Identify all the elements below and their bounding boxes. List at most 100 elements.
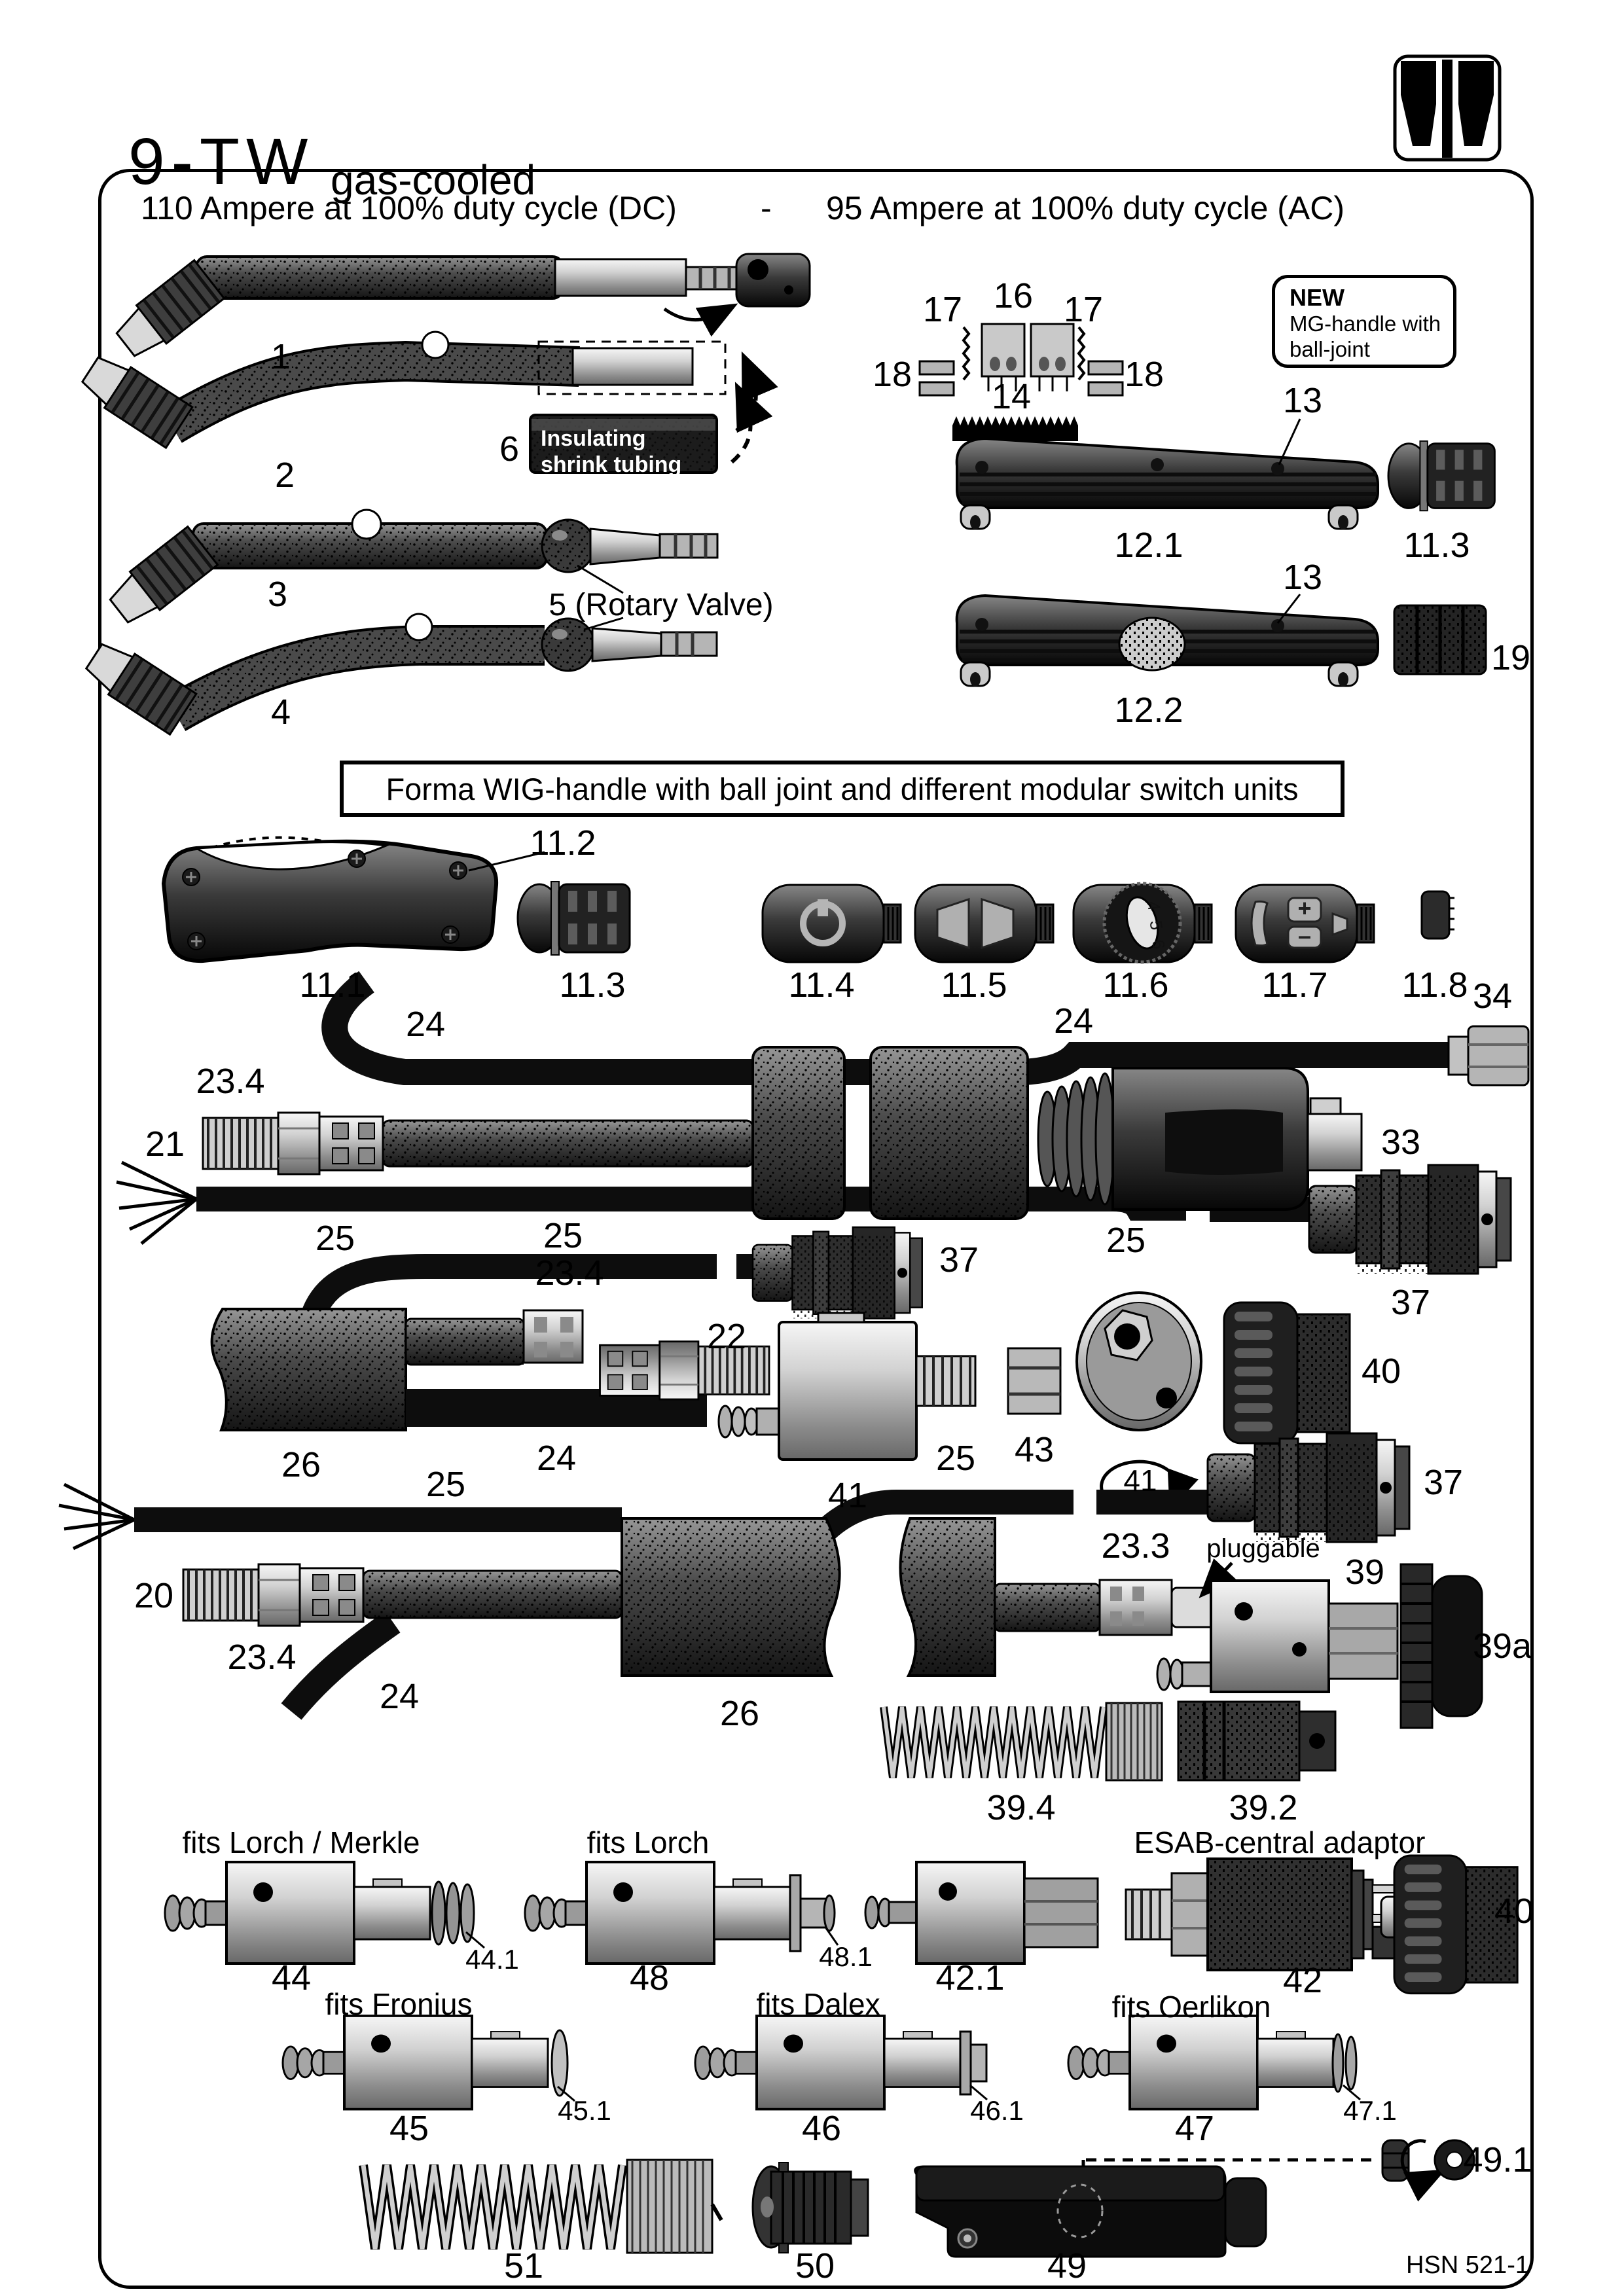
part-label: 25 [935, 1439, 976, 1478]
part-label: 13 [1282, 558, 1323, 597]
part-label: pluggable [1206, 1534, 1320, 1563]
part-label: 16 [993, 276, 1034, 315]
mg-handle-12-2-drawing [955, 594, 1487, 687]
cable-assembly-bottom-drawing [58, 1432, 1483, 1782]
part-label: 17 [1063, 290, 1104, 329]
part-label: 4 [270, 692, 291, 732]
part-label: 37 [939, 1240, 979, 1280]
part-label: fits Lorch [586, 1825, 710, 1859]
part-label: 22 [706, 1317, 747, 1356]
part-label: 14 [991, 377, 1032, 416]
part-label: fits Dalex [756, 1987, 880, 2021]
part-label: 45 [389, 2109, 429, 2148]
switch-unit-11-8-drawing [1420, 890, 1454, 940]
rating-separator: - [761, 190, 772, 226]
part-label: 37 [1390, 1283, 1431, 1322]
gas-valve-41-drawing [717, 1312, 977, 1461]
grommet-49-1-drawing [1381, 2139, 1475, 2202]
adaptor-48-drawing [524, 1861, 836, 1965]
part-label: 11.8 [1401, 965, 1468, 1005]
connector-50-drawing [751, 2162, 869, 2253]
doc-reference: HSN 521-1 [1406, 2251, 1529, 2279]
part-label: 25 [315, 1219, 355, 1258]
part-label: 11.5 [941, 965, 1007, 1005]
switch-unit-11-5-drawing [914, 884, 1055, 963]
section-banner: Forma WIG-handle with ball joint and dif… [340, 761, 1344, 817]
rotatable-insert-41-drawing [1075, 1291, 1202, 1511]
part-label: 47.1 [1343, 2095, 1397, 2126]
part-label: 44.1 [465, 1944, 519, 1975]
part-label: 17 [922, 290, 963, 329]
cap-39a-drawing [1399, 1563, 1483, 1729]
part-label: 5 (Rotary Valve) [549, 588, 774, 622]
part-label: 11.4 [788, 965, 855, 1005]
spring-51-drawing [359, 2159, 723, 2254]
part-label: 11.3 [1403, 526, 1470, 565]
adaptor-42-1-drawing [864, 1861, 1099, 1965]
page-title: 9-TW [128, 125, 315, 198]
insulating-tube-label: Insulating shrink tubing [541, 425, 712, 478]
part-label: 25 [425, 1465, 466, 1504]
cable-assembly-top-drawing [116, 971, 1530, 1319]
part-label: 44 [271, 1958, 312, 1998]
mg-handle-12-1-drawing [952, 416, 1496, 530]
torch-4-drawing [81, 613, 718, 734]
part-label: 11.3 [559, 965, 626, 1005]
part-label: 40 [1361, 1352, 1401, 1391]
new-badge-line1: MG-handle with [1290, 311, 1441, 336]
part-label: 19 [1490, 638, 1531, 677]
nut-39-2-drawing [1177, 1700, 1337, 1782]
rating-ac: 95 Ampere at 100% duty cycle (AC) [826, 190, 1345, 226]
part-label: 13 [1282, 381, 1323, 420]
part-label: 49 [1047, 2246, 1087, 2286]
part-label: 48.1 [819, 1941, 873, 1972]
part-label: 12.2 [1114, 691, 1183, 730]
content-border [98, 169, 1534, 2289]
cable-assembly-mid-drawing [210, 1291, 1351, 1511]
part-label: 46 [801, 2109, 842, 2148]
part-label: 24 [379, 1677, 420, 1716]
rotary-valve-leaders [577, 564, 624, 631]
part-label: 23.3 [1101, 1526, 1170, 1566]
part-label: 43 [1014, 1430, 1055, 1469]
part-label: 18 [1124, 355, 1164, 394]
adaptor-45-drawing [281, 2015, 569, 2111]
switch-module-parts-drawing [918, 323, 1124, 397]
part-label: ESAB-central adaptor [1134, 1825, 1426, 1859]
part-label: 3 [267, 575, 288, 614]
part-label: 39.4 [986, 1788, 1056, 1827]
part-label: 11.1 [299, 965, 366, 1005]
part-label: 34 [1472, 977, 1513, 1016]
handle-shell-11-1-drawing [161, 836, 631, 963]
part-label: 51 [503, 2246, 544, 2286]
torch-1-drawing [111, 253, 811, 364]
part-label: 21 [145, 1124, 185, 1164]
part-label: 23.4 [535, 1253, 604, 1293]
torch-3-drawing [104, 509, 719, 630]
central-connector-33-drawing [1037, 1067, 1363, 1211]
part-label: fits Fronius [325, 1987, 473, 2021]
part-label: 12.1 [1114, 526, 1183, 565]
part-label: 23.4 [227, 1638, 297, 1677]
insulating-tube-drawing [529, 382, 773, 474]
part-label: fits Lorch / Merkle [182, 1825, 420, 1859]
part-label: 24 [536, 1439, 577, 1478]
part-label: 39.2 [1229, 1788, 1298, 1827]
part-label: 33 [1380, 1122, 1421, 1162]
bracket-49-drawing [914, 2158, 1371, 2258]
new-badge-title: NEW [1290, 284, 1344, 311]
part-label: 25 [543, 1216, 583, 1255]
switch-unit-11-4-drawing [761, 884, 902, 963]
part-label: 26 [719, 1694, 760, 1733]
part-label: 25 [1106, 1221, 1146, 1260]
part-label: 47 [1174, 2109, 1215, 2148]
page-subtitle: gas-cooled [331, 156, 536, 204]
part-label: 1 [270, 337, 291, 376]
part-label: 39 [1344, 1552, 1385, 1592]
rating-dc: 110 Ampere at 100% duty cycle (DC) [141, 190, 677, 226]
minus-icon: – [1298, 922, 1311, 949]
part-label: 11.6 [1102, 965, 1169, 1005]
part-label: 37 [1423, 1463, 1464, 1502]
